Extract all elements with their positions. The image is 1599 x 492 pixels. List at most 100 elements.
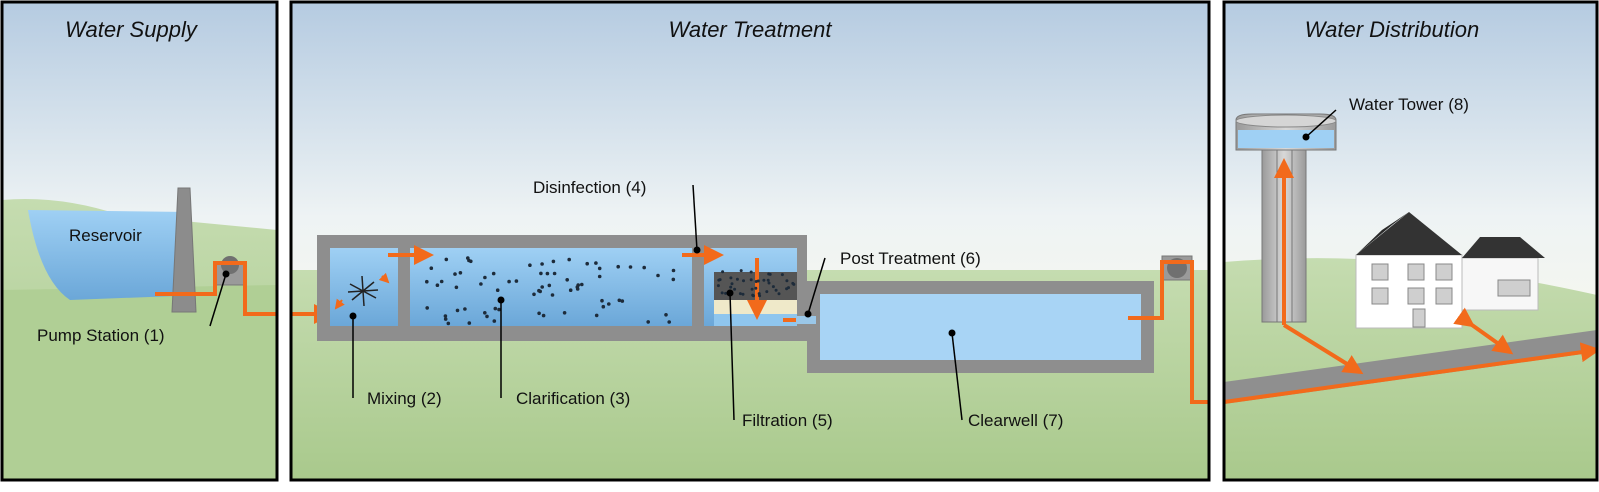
filter-grain-dot	[777, 292, 781, 296]
label-clearwell: Clearwell (7)	[968, 411, 1063, 430]
filter-grain-dot	[785, 287, 789, 291]
particle-dot	[495, 288, 500, 293]
particle-dot	[507, 279, 511, 284]
filter-grain-dot	[738, 292, 742, 296]
particle-dot	[435, 283, 440, 288]
particle-dot	[454, 285, 459, 290]
particle-dot	[443, 314, 448, 318]
filter-grain-dot	[751, 294, 755, 298]
particle-dot	[493, 306, 498, 311]
particle-dot	[458, 271, 463, 275]
filter-grain-dot	[741, 292, 745, 296]
particle-dot	[540, 285, 544, 289]
particle-dot	[601, 304, 606, 309]
particle-dot	[664, 313, 668, 317]
particle-dot	[550, 293, 555, 297]
particle-dot	[532, 292, 536, 297]
filter-grain-dot	[721, 270, 725, 274]
filter-grain-dot	[716, 284, 720, 288]
treatment-out-flow-line	[1128, 260, 1209, 404]
particle-dot	[620, 299, 625, 303]
filter-grain-dot	[762, 278, 766, 282]
particle-dot	[466, 256, 470, 260]
particle-dot	[545, 271, 550, 276]
particle-dot	[492, 319, 497, 323]
particle-dot	[528, 263, 532, 268]
particle-dot	[594, 313, 599, 318]
filter-grain-dot	[750, 287, 754, 291]
filter-grain-dot	[717, 278, 721, 282]
filter-grain-dot	[749, 278, 753, 282]
filter-grain-dot	[785, 279, 789, 283]
particle-dot	[537, 288, 541, 293]
supply-flow-line	[155, 261, 277, 316]
mixer-impeller-icon	[347, 275, 379, 307]
filter-grain-dot	[791, 281, 795, 285]
panel-title-water-supply: Water Supply	[65, 17, 199, 42]
particle-dot	[497, 307, 501, 312]
particle-dot	[646, 320, 650, 324]
filter-grain-dot	[720, 291, 724, 295]
particle-dot	[617, 298, 622, 303]
reservoir-water	[28, 210, 190, 300]
filter-grain-dot	[729, 285, 733, 289]
particle-dot	[491, 271, 496, 276]
filter-grain-dot	[742, 279, 745, 283]
particle-dot	[425, 279, 429, 284]
filter-grain-dot	[767, 281, 771, 285]
particle-dot	[537, 311, 541, 316]
filter-grain-dot	[774, 288, 778, 292]
particle-dot	[429, 266, 434, 271]
particle-dot	[463, 307, 467, 311]
filter-grain-dot	[771, 285, 775, 289]
particle-dot	[567, 257, 571, 262]
particle-dot	[607, 302, 611, 306]
particle-dot	[597, 266, 602, 271]
filter-grain-dot	[730, 282, 734, 286]
filter-grain-dot	[754, 286, 758, 290]
particle-dot	[565, 278, 569, 282]
particle-dot	[485, 314, 489, 319]
label-reservoir: Reservoir	[69, 226, 142, 245]
filter-grain-dot	[754, 280, 758, 283]
particle-dot	[575, 287, 580, 291]
label-filtration: Filtration (5)	[742, 411, 833, 430]
filter-grain-dot	[765, 290, 769, 294]
panel-water-supply	[2, 2, 277, 480]
house	[1355, 212, 1545, 329]
clarification-particles	[425, 256, 796, 326]
particle-dot	[616, 264, 620, 269]
particle-dot	[667, 320, 671, 324]
particle-dot	[580, 282, 584, 287]
panel-title-water-treatment: Water Treatment	[668, 17, 832, 42]
particle-dot	[656, 273, 660, 278]
label-post-treatment: Post Treatment (6)	[840, 249, 981, 268]
particle-dot	[444, 257, 449, 262]
particle-dot	[425, 306, 430, 310]
label-disinfection: Disinfection (4)	[533, 178, 646, 197]
filter-grain-dot	[749, 270, 753, 274]
filter-grain-dot	[724, 291, 728, 295]
treatment-leader-lines	[352, 184, 963, 421]
particle-dot	[552, 271, 557, 276]
particle-dot	[467, 321, 472, 325]
panel-title-water-distribution: Water Distribution	[1305, 17, 1479, 42]
label-pump-station: Pump Station (1)	[37, 326, 165, 345]
filter-grain-dot	[739, 269, 743, 273]
panel-water-treatment	[291, 2, 1209, 480]
clearwell-water	[820, 294, 1141, 360]
particle-dot	[568, 288, 573, 293]
particle-dot	[671, 268, 676, 273]
particle-dot	[455, 308, 460, 313]
particle-dot	[540, 262, 544, 266]
particle-dot	[483, 275, 487, 280]
particle-dot	[483, 311, 487, 315]
filter-grain-dot	[768, 272, 772, 276]
label-mixing: Mixing (2)	[367, 389, 442, 408]
filter-grain-dot	[729, 276, 733, 280]
filter-grain-dot	[733, 287, 737, 291]
particle-dot	[439, 279, 444, 284]
particle-dot	[479, 282, 483, 286]
particle-dot	[642, 265, 646, 270]
